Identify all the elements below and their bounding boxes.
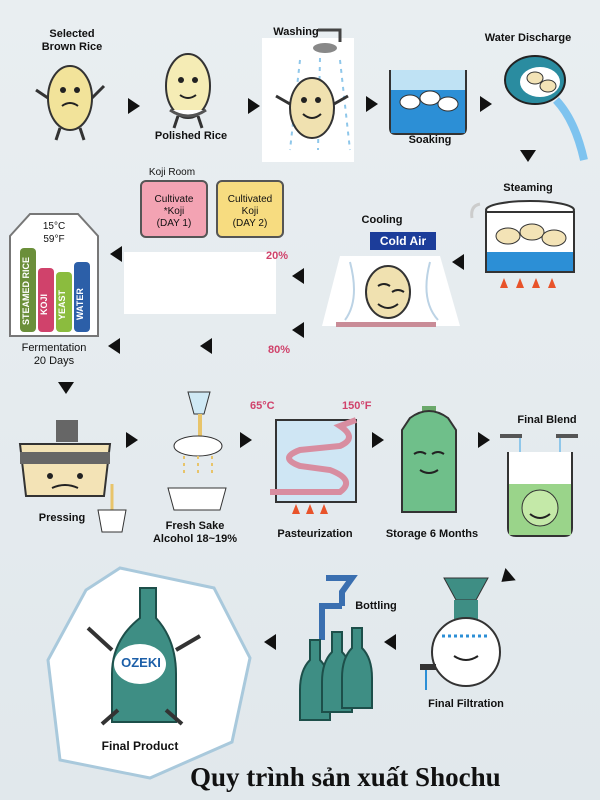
arrow-left-6	[108, 338, 120, 354]
fresh-sake-icon	[167, 391, 227, 511]
label-fresh-sake: Fresh Sake Alcohol 18~19%	[152, 520, 238, 545]
arrow-right-4	[480, 96, 492, 112]
cooling-icon	[322, 256, 460, 327]
arrow-down-2	[58, 382, 74, 394]
percent-20: 20%	[266, 250, 289, 262]
rice-grain-polished-icon	[165, 53, 211, 129]
page-title: Quy trình sản xuất Shochu	[190, 762, 501, 792]
arrow-right-3	[366, 96, 378, 112]
koji-day1-box: Cultivate *Koji (DAY 1)	[140, 180, 208, 238]
label-fermentation: Fermentation 20 Days	[21, 342, 87, 367]
label-washing: Washing	[273, 26, 319, 38]
arrow-left-4	[200, 338, 212, 354]
arrow-left-3	[110, 246, 122, 262]
cold-air-badge: Cold Air	[370, 232, 436, 250]
arrow-right-2	[248, 98, 260, 114]
label-final-product: Final Product	[101, 739, 179, 753]
arrow-left-8	[384, 634, 396, 650]
bottle-brand-label: OZEKI	[121, 655, 161, 670]
arrow-left-5	[292, 322, 304, 338]
label-final-filtration: Final Filtration	[428, 698, 504, 710]
koji-day2-box: Cultivated Koji (DAY 2)	[216, 180, 284, 238]
label-pasteurization: Pasteurization	[277, 528, 353, 540]
final-blend-icon	[500, 434, 578, 537]
bottling-icon	[299, 575, 373, 721]
washing-shower-icon	[262, 28, 354, 162]
pasteurization-icon	[270, 417, 358, 514]
label-steaming: Steaming	[503, 182, 553, 194]
label-selected-brown-rice: Selected Brown Rice	[41, 28, 103, 53]
tank-label-water: WATER	[75, 288, 85, 320]
temp-celsius: 65°C	[250, 400, 275, 412]
temp-fahrenheit: 150°F	[342, 400, 372, 412]
tank-label-koji: KOJI	[39, 293, 49, 315]
percent-80: 80%	[268, 344, 291, 356]
arrow-left-9	[264, 634, 276, 650]
final-filtration-icon	[420, 577, 501, 690]
arrow-down-1	[520, 150, 536, 162]
arrow-left-2	[292, 268, 304, 284]
arrow-left-1	[452, 254, 464, 270]
label-final-blend: Final Blend	[517, 414, 577, 426]
label-ferment-temp: 15°C 59°F	[42, 221, 66, 245]
storage-tank-icon	[401, 406, 457, 513]
label-cooling: Cooling	[361, 214, 403, 226]
label-storage: Storage 6 Months	[385, 528, 479, 540]
label-water-discharge: Water Discharge	[484, 32, 572, 44]
arrow-right-7	[372, 432, 384, 448]
rice-grain-selected-icon	[35, 65, 106, 141]
arrow-right-8	[478, 432, 490, 448]
pressing-machine-icon	[18, 420, 127, 533]
label-pressing: Pressing	[38, 512, 86, 524]
arrow-right-1	[128, 98, 140, 114]
label-koji-room: Koji Room	[148, 167, 196, 178]
arrow-right-6	[240, 432, 252, 448]
steaming-pot-icon	[470, 200, 575, 288]
tank-label-steamed-rice: STEAMED RICE	[21, 257, 31, 326]
arrow-right-5	[126, 432, 138, 448]
tank-label-yeast: YEAST	[57, 290, 67, 321]
koji-room-icon	[124, 252, 276, 314]
fermentation-tank-icon	[9, 213, 99, 337]
label-bottling: Bottling	[355, 600, 397, 612]
soaking-bowl-icon	[389, 70, 467, 135]
water-discharge-icon	[504, 55, 588, 161]
final-product-icon	[46, 566, 252, 780]
label-polished-rice: Polished Rice	[154, 130, 228, 142]
label-soaking: Soaking	[408, 134, 452, 146]
